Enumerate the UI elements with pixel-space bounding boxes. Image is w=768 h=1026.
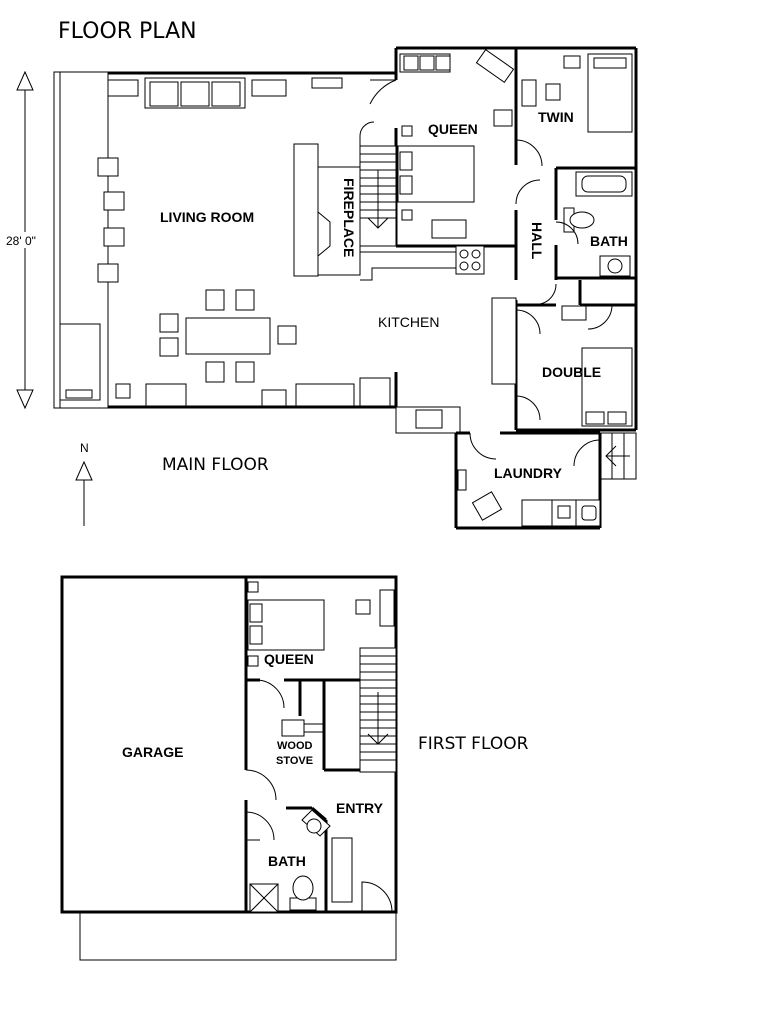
queen-room-label: QUEEN: [428, 121, 478, 137]
north-arrow: N: [75, 441, 93, 526]
hall-label: HALL: [529, 222, 545, 260]
main-floor-walls: [53, 46, 638, 530]
first-bath-label: BATH: [268, 853, 306, 869]
wood-stove: [281, 719, 324, 737]
entry-label: ENTRY: [336, 800, 384, 816]
hall-doors: [515, 283, 613, 421]
double-room-label: DOUBLE: [542, 364, 601, 380]
first-floor-label: FIRST FLOOR: [418, 734, 529, 754]
first-floor: GARAGE QUEEN WOOD STOVE ENTRY BATH FIRST…: [60, 575, 529, 961]
main-stair: [359, 121, 397, 247]
garage-label: GARAGE: [122, 744, 183, 760]
main-floor: 28' 0": [6, 46, 638, 530]
laundry-fixtures: [457, 432, 601, 527]
wood-stove-label-2: STOVE: [276, 755, 313, 767]
kitchen-counters: [359, 245, 517, 429]
north-label: N: [80, 441, 89, 455]
first-bath-fixtures: [249, 809, 331, 913]
first-queen-furniture: [247, 581, 395, 709]
laundry-room-label: LAUNDRY: [494, 465, 563, 481]
fireplace-label: FIREPLACE: [341, 178, 357, 257]
living-furniture: [59, 77, 355, 407]
twin-bedroom-furniture: [515, 53, 633, 167]
main-floor-label: MAIN FLOOR: [162, 455, 269, 475]
double-bedroom-furniture: [581, 347, 633, 427]
dimension-arrow: 28' 0": [6, 70, 46, 410]
bath-room-label: BATH: [590, 233, 628, 249]
fireplace: [293, 143, 361, 277]
kitchen-label: KITCHEN: [378, 314, 439, 330]
plan-title: FLOOR PLAN: [58, 19, 197, 44]
first-stair: [359, 647, 397, 773]
first-queen-label: QUEEN: [264, 651, 314, 667]
twin-room-label: TWIN: [538, 109, 574, 125]
dimension-label: 28' 0": [6, 234, 36, 248]
queen-bedroom-furniture: [369, 48, 515, 239]
main-bath-fixtures: [515, 171, 633, 277]
living-room-label: LIVING ROOM: [160, 209, 254, 225]
wood-stove-label-1: WOOD: [277, 740, 312, 752]
